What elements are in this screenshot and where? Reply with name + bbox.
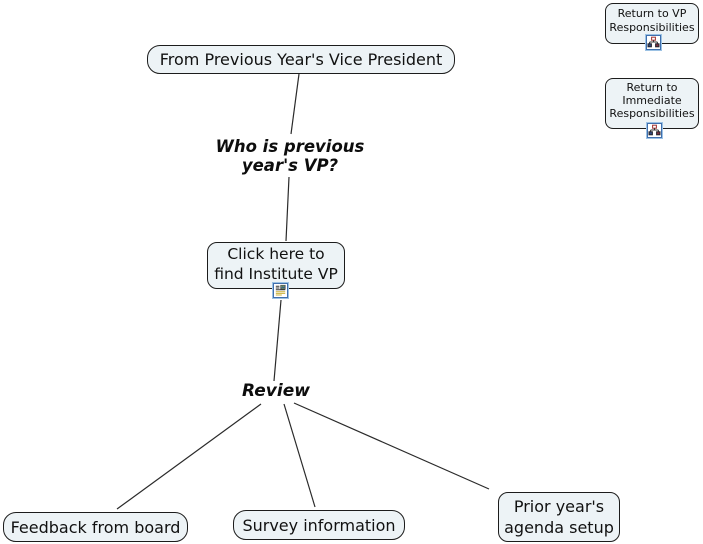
node-click-to-find-institute-vp[interactable]: Click here to find Institute VP <box>207 242 345 299</box>
node-label: agenda setup <box>504 518 614 537</box>
node-label: Return to <box>626 81 678 94</box>
node-label: Prior year's <box>513 497 605 516</box>
connector-line <box>116 403 262 510</box>
node-label: Click here to <box>227 244 325 263</box>
mindmap-link-icon[interactable] <box>646 122 663 139</box>
node-return-to-vp-responsibilities[interactable]: Return to VP Responsibilities <box>605 3 699 51</box>
node-label: Immediate <box>622 94 682 107</box>
node-label: Responsibilities <box>609 107 695 120</box>
label-review[interactable]: Review <box>242 381 310 401</box>
connector-line <box>285 176 290 242</box>
node-return-to-immediate-responsibilities[interactable]: Return to Immediate Responsibilities <box>605 78 699 139</box>
connector-line <box>273 299 282 382</box>
node-from-previous-vp[interactable]: From Previous Year's Vice President <box>147 45 455 74</box>
node-label: Return to VP <box>617 6 687 20</box>
connector-line <box>293 402 490 490</box>
node-label: Responsibilities <box>609 20 695 34</box>
connector-line <box>283 403 316 508</box>
node-survey-information[interactable]: Survey information <box>233 510 405 540</box>
label-who-is-previous-years-vp[interactable]: Who is previous year's VP? <box>215 137 365 175</box>
connector-line <box>290 73 300 135</box>
node-label: Survey information <box>242 515 396 535</box>
node-label: Feedback from board <box>10 517 181 537</box>
document-link-icon[interactable] <box>272 282 289 299</box>
node-feedback-from-board[interactable]: Feedback from board <box>3 512 188 542</box>
node-label: From Previous Year's Vice President <box>159 50 443 69</box>
node-label: find Institute VP <box>214 264 338 283</box>
mindmap-link-icon[interactable] <box>645 34 662 51</box>
node-prior-year-agenda-setup[interactable]: Prior year's agenda setup <box>498 492 620 542</box>
